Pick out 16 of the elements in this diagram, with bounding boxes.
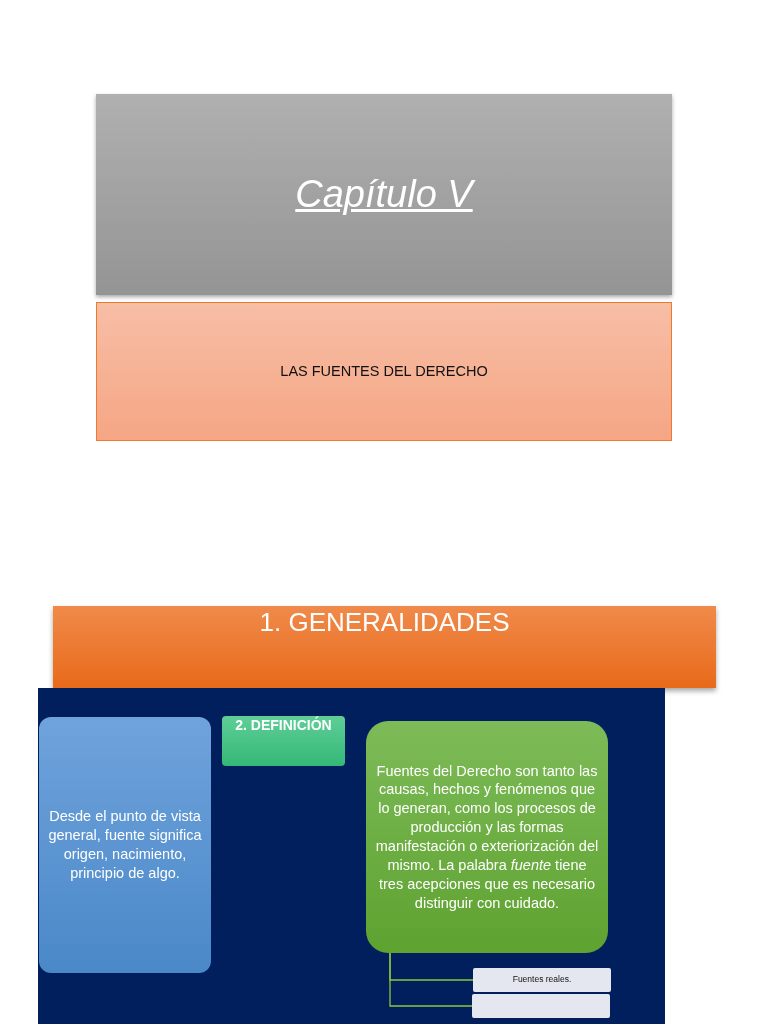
definition-box xyxy=(366,721,608,953)
sub-box xyxy=(472,994,610,1018)
info-text: Desde el punto de vista general, fuente significa origen, nacimiento, principio de algo. xyxy=(47,807,203,883)
subtitle-box xyxy=(96,302,672,441)
title-box xyxy=(96,94,672,295)
subtitle-text: LAS FUENTES DEL DERECHO xyxy=(280,362,488,381)
section-heading: 1. GENERALIDADES xyxy=(259,606,510,639)
heading-box xyxy=(222,716,345,766)
sub-box xyxy=(473,968,611,992)
section-banner xyxy=(53,606,716,688)
panel-background xyxy=(38,688,665,1024)
heading-text: 2. DEFINICIÓN xyxy=(235,716,332,735)
info-box xyxy=(39,717,211,973)
connector-line xyxy=(389,952,473,1007)
definition-text: Fuentes del Derecho son tanto las causas, hechos y fenómenos que lo generan, como los procesos de producción y las formas manifestación o exteriorización del mismo. La palabra fuente tiene tres acepciones que es necesario distinguir con cuidado. xyxy=(374,761,600,913)
sub-box-text: Fuentes reales. xyxy=(512,974,572,986)
